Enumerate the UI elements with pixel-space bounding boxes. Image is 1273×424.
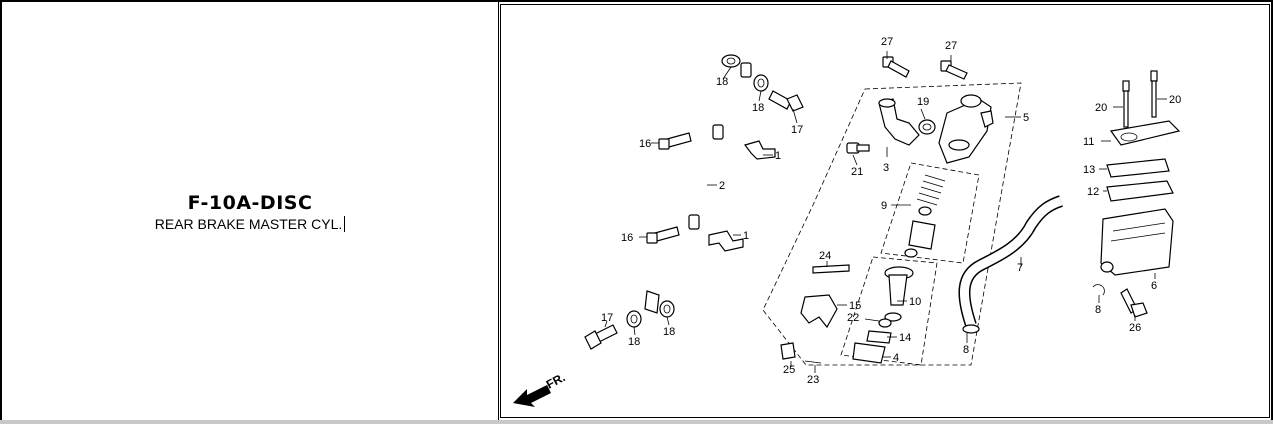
- pin-24: [812, 264, 850, 274]
- callout-16: 16: [639, 138, 651, 150]
- washer-18-bottom-b: [659, 300, 675, 318]
- callout-13: 13: [1083, 164, 1095, 176]
- callout-21: 21: [851, 166, 863, 178]
- washer-18-top-b: [753, 74, 769, 92]
- callout-4: 4: [893, 352, 899, 364]
- section-title-panel: F-10A-DISC REAR BRAKE MASTER CYL.: [2, 2, 499, 422]
- diaphragm-13: [1106, 158, 1170, 178]
- washer-18-top-a: [721, 54, 741, 68]
- callout-7: 7: [1017, 262, 1023, 274]
- hose-joint-3: [878, 98, 920, 146]
- reservoir-6: [1100, 208, 1174, 276]
- nut-22: [878, 318, 892, 328]
- front-direction-arrow-icon: [513, 385, 551, 407]
- bolt-27-right: [940, 60, 968, 80]
- callout-25: 25: [783, 364, 795, 376]
- callout-3: 3: [883, 162, 889, 174]
- callout-8: 8: [963, 344, 969, 356]
- assembly-10-outline: [840, 256, 938, 366]
- title-block: F-10A-DISC REAR BRAKE MASTER CYL.: [2, 192, 498, 234]
- bolt-26: [1120, 288, 1148, 318]
- screw-20-left: [1122, 80, 1130, 128]
- callout-17: 17: [791, 124, 803, 136]
- callout-18: 18: [663, 326, 675, 338]
- callout-1: 1: [775, 150, 781, 162]
- callout-27: 27: [945, 40, 957, 52]
- callout-20: 20: [1169, 94, 1181, 106]
- banjo-bolt-17-bottom: [584, 324, 618, 350]
- callout-18: 18: [628, 336, 640, 348]
- master-cylinder-body: [938, 94, 994, 164]
- brake-hose: [644, 62, 752, 314]
- hose-clip-8-right: [1092, 284, 1105, 296]
- dust-cover-4: [852, 342, 886, 364]
- callout-11: 11: [1083, 136, 1094, 148]
- plate-12: [1106, 180, 1174, 202]
- callout-26: 26: [1129, 322, 1141, 334]
- leader-lines: [604, 51, 1167, 373]
- section-name[interactable]: REAR BRAKE MASTER CYL.: [155, 216, 346, 232]
- assembly-9-outline: [880, 162, 980, 264]
- callout-12: 12: [1087, 186, 1099, 198]
- callout-2: 2: [719, 180, 725, 192]
- callout-18: 18: [752, 102, 764, 114]
- banjo-bolt-17-top: [768, 90, 804, 112]
- callout-9: 9: [881, 200, 887, 212]
- hose-clamp-1-upper: [743, 140, 776, 160]
- callout-20: 20: [1095, 102, 1107, 114]
- callout-16: 16: [621, 232, 633, 244]
- callout-labels: 18 18 17 16 1 2 16 1 17 18 18 27 27 19 2…: [601, 36, 1181, 386]
- callout-10: 10: [909, 296, 921, 308]
- washer-18-bottom-a: [626, 310, 642, 328]
- bolt-16-upper: [658, 132, 692, 150]
- callout-17: 17: [601, 312, 613, 324]
- callout-18: 18: [716, 76, 728, 88]
- callout-14: 14: [899, 332, 911, 344]
- bolt-16-lower: [646, 226, 680, 244]
- section-code: F-10A-DISC: [187, 192, 313, 214]
- callout-22: 22: [847, 312, 859, 324]
- piston-spring-9: [904, 174, 946, 258]
- push-rod-10: [884, 266, 914, 322]
- callout-15: 15: [849, 300, 861, 312]
- clevis-15: [800, 294, 838, 329]
- screw-21: [846, 142, 870, 154]
- clip-25: [780, 342, 796, 360]
- cap-11: [1109, 120, 1181, 146]
- callout-6: 6: [1151, 280, 1157, 292]
- reservoir-hose-7: [958, 195, 1064, 327]
- callout-1: 1: [743, 230, 749, 242]
- exploded-parts-diagram: 18 18 17 16 1 2 16 1 17 18 18 27 27 19 2…: [513, 36, 1181, 407]
- exploded-diagram-panel: 18 18 17 16 1 2 16 1 17 18 18 27 27 19 2…: [500, 4, 1270, 418]
- screw-20-right: [1150, 70, 1158, 118]
- boot-14: [866, 330, 892, 344]
- o-ring-19: [918, 119, 936, 135]
- callout-27: 27: [881, 36, 893, 48]
- hose-clip-8-lower: [962, 324, 980, 334]
- callout-24: 24: [819, 250, 831, 262]
- callout-5: 5: [1023, 112, 1029, 124]
- callout-23: 23: [807, 374, 819, 386]
- cotter-pin-23: [804, 360, 822, 364]
- hose-clamp-1-lower: [708, 230, 744, 252]
- callout-19: 19: [917, 96, 929, 108]
- bottom-scroll-strip: [0, 420, 1273, 424]
- callout-8: 8: [1095, 304, 1101, 316]
- bolt-27-left: [882, 56, 910, 78]
